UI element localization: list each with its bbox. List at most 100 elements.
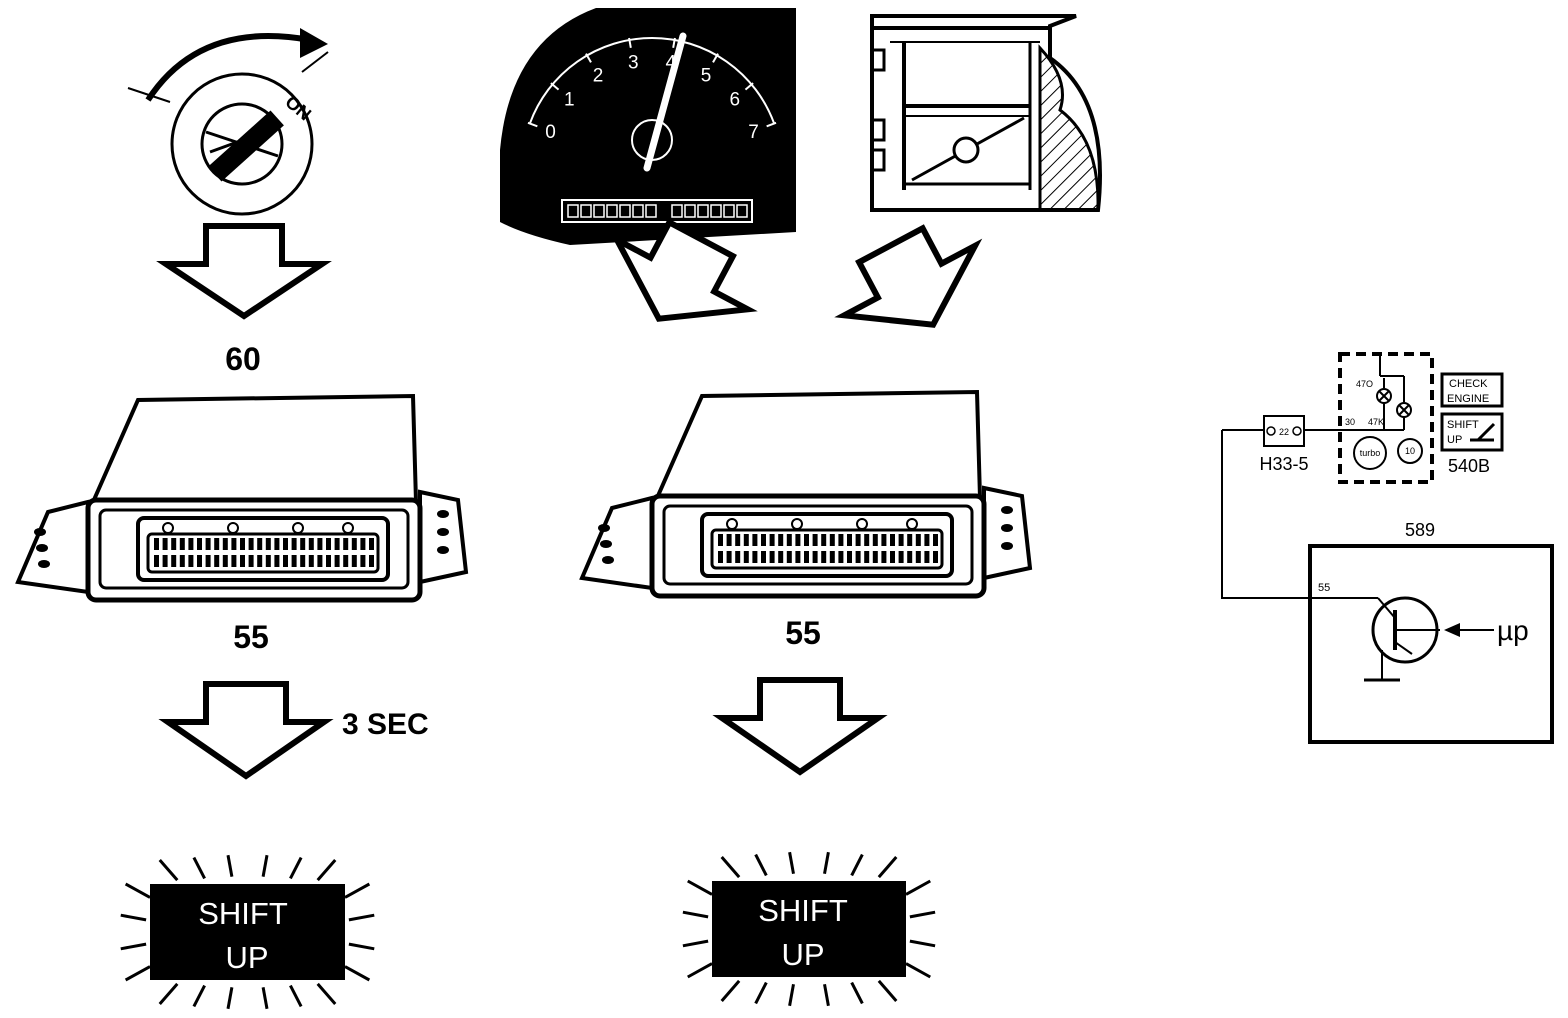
bulb-b-label: 47K bbox=[1368, 417, 1384, 427]
tach-scale-label: 4 bbox=[665, 53, 676, 74]
odometer-digit bbox=[645, 204, 657, 218]
light-ray bbox=[682, 910, 709, 919]
shift-up-indicator: SHIFT UP bbox=[1440, 412, 1504, 452]
odometer-digit bbox=[567, 204, 579, 218]
turbo-gauge-label: turbo bbox=[1360, 448, 1381, 458]
transistor-icon bbox=[1364, 596, 1440, 682]
processor-label: µp bbox=[1497, 615, 1529, 646]
shift-up-lamp-left: SHIFT UP bbox=[120, 854, 375, 1010]
tach-tick bbox=[766, 121, 777, 128]
odometer-digit bbox=[632, 204, 644, 218]
check-engine-indicator: CHECK ENGINE bbox=[1440, 372, 1504, 408]
bulb-a-label: 47O bbox=[1356, 379, 1373, 389]
connector-label: H33-5 bbox=[1259, 454, 1308, 474]
control-module-589: 589 55 µp bbox=[1308, 520, 1554, 744]
light-ray bbox=[687, 879, 713, 896]
light-ray bbox=[261, 987, 269, 1010]
delay-label: 3 SEC bbox=[342, 708, 429, 741]
ecu-module-center-icon bbox=[579, 389, 1033, 599]
light-ray bbox=[823, 851, 830, 874]
light-ray bbox=[120, 942, 147, 951]
light-ray bbox=[877, 979, 898, 1002]
light-ray bbox=[788, 984, 795, 1007]
light-ray bbox=[289, 856, 303, 880]
shift-up-lamp-center-line2: UP bbox=[781, 937, 824, 972]
light-ray bbox=[226, 854, 234, 877]
tach-tick bbox=[628, 37, 632, 49]
light-ray bbox=[316, 982, 337, 1005]
module-label: 589 bbox=[1405, 520, 1435, 540]
odometer-digit bbox=[697, 204, 709, 218]
arrow-ignition-down bbox=[156, 223, 332, 320]
check-engine-line1: CHECK bbox=[1449, 378, 1488, 390]
tach-scale-label: 2 bbox=[593, 65, 604, 86]
light-ray bbox=[905, 962, 931, 979]
gauge-10-icon: 10 bbox=[1397, 438, 1423, 464]
tach-scale-label: 6 bbox=[729, 90, 740, 111]
tach-tick bbox=[585, 53, 592, 63]
light-ray bbox=[344, 882, 371, 899]
light-ray bbox=[905, 879, 931, 896]
odometer-digit bbox=[710, 204, 722, 218]
light-ray bbox=[124, 965, 151, 982]
connector-pin-label: 22 bbox=[1279, 427, 1289, 437]
module-pin-label: 55 bbox=[1318, 582, 1330, 594]
light-ray bbox=[850, 853, 864, 877]
light-ray bbox=[720, 979, 741, 1002]
ignition-key-icon: ON bbox=[127, 28, 329, 216]
arrow-ecu-center-down bbox=[712, 677, 888, 776]
ecu-center-label: 55 bbox=[785, 615, 821, 651]
tach-tick bbox=[744, 82, 754, 91]
shift-up-indicator-line2: UP bbox=[1447, 434, 1462, 446]
odometer-digit bbox=[606, 204, 618, 218]
gear-lever-icon bbox=[1470, 422, 1496, 442]
relay-label: 60 bbox=[225, 341, 261, 377]
tach-scale-label: 7 bbox=[748, 122, 759, 143]
light-ray bbox=[909, 939, 936, 948]
light-ray bbox=[289, 984, 303, 1008]
light-ray bbox=[120, 913, 147, 922]
light-ray bbox=[316, 859, 337, 882]
odometer-digit bbox=[684, 204, 696, 218]
arrow-tach-down bbox=[609, 218, 758, 322]
shift-up-lamp-center: SHIFT UP bbox=[682, 851, 936, 1007]
turbo-gauge-icon: turbo bbox=[1353, 436, 1387, 470]
light-ray bbox=[348, 913, 375, 922]
light-ray bbox=[261, 854, 269, 877]
gauge-10-label: 10 bbox=[1405, 446, 1415, 456]
light-ray bbox=[720, 856, 741, 879]
arrow-ecu-left-down bbox=[158, 681, 334, 780]
instrument-cluster-540b: 47O 47K 30 turbo 10 bbox=[1338, 352, 1434, 484]
tach-scale-label: 1 bbox=[564, 90, 575, 111]
light-ray bbox=[687, 962, 713, 979]
arrow-throttle-down bbox=[834, 224, 983, 328]
tach-scale-label: 0 bbox=[545, 122, 556, 143]
shift-up-indicator-line1: SHIFT bbox=[1447, 419, 1479, 431]
shift-up-lamp-left-line1: SHIFT bbox=[198, 896, 288, 931]
bulb-47o-icon bbox=[1376, 388, 1392, 404]
ecu-left-label: 55 bbox=[233, 619, 269, 655]
tach-tick bbox=[550, 82, 560, 91]
light-ray bbox=[344, 965, 371, 982]
ecu-module-left-icon bbox=[15, 393, 469, 603]
wiring-schematic: 22 H33-5 47O 47K 30 bbox=[1221, 352, 1554, 744]
light-ray bbox=[850, 981, 864, 1005]
odometer-digit bbox=[580, 204, 592, 218]
light-ray bbox=[754, 853, 768, 877]
light-ray bbox=[192, 856, 206, 880]
light-ray bbox=[823, 984, 830, 1007]
light-ray bbox=[788, 851, 795, 874]
light-ray bbox=[192, 984, 206, 1008]
light-ray bbox=[877, 856, 898, 879]
check-engine-line2: ENGINE bbox=[1447, 393, 1489, 405]
tach-tick bbox=[527, 121, 538, 128]
light-ray bbox=[226, 987, 234, 1010]
odometer-digit bbox=[619, 204, 631, 218]
light-ray bbox=[124, 882, 151, 899]
odometer-digit bbox=[723, 204, 735, 218]
bulb-47k-icon bbox=[1396, 402, 1412, 418]
shift-up-lamp-left-line2: UP bbox=[225, 940, 268, 975]
light-ray bbox=[909, 910, 936, 919]
light-ray bbox=[682, 939, 709, 948]
